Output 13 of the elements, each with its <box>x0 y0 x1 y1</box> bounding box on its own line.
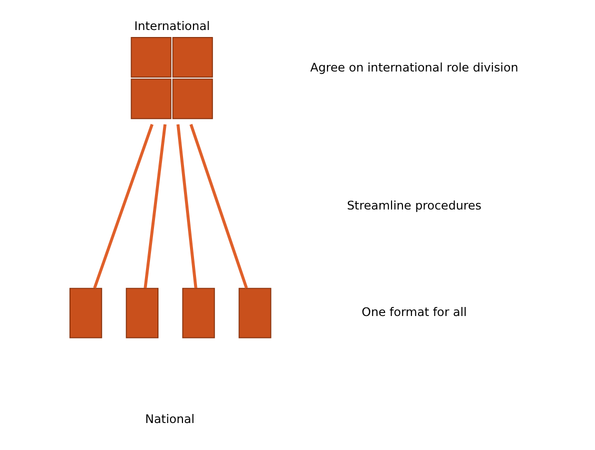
connector <box>176 124 198 288</box>
connector <box>93 124 154 289</box>
label: Agree on international role division <box>310 60 518 74</box>
label: National <box>145 412 195 426</box>
node-box <box>238 288 272 338</box>
connector <box>144 124 167 288</box>
node-label: International <box>134 19 210 34</box>
label: Streamline procedures <box>347 198 482 212</box>
node-box <box>182 288 215 338</box>
node-box <box>126 288 158 338</box>
label: One format for all <box>362 305 467 320</box>
node-box <box>69 288 102 338</box>
connector <box>190 124 248 289</box>
